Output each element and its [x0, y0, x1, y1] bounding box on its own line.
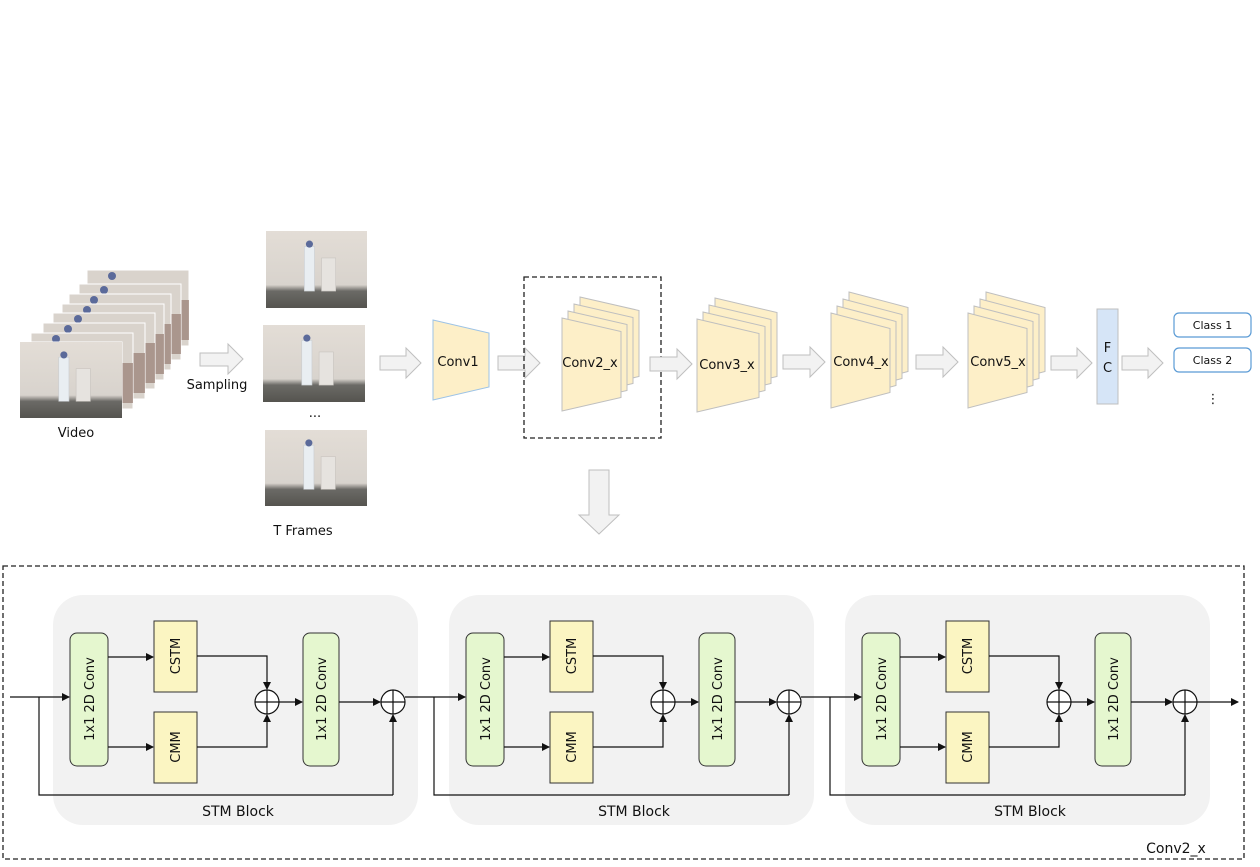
sampled-frame-2 [263, 325, 365, 402]
arrow-to-conv4 [782, 345, 826, 379]
edge-cmm-sum [989, 714, 1063, 748]
conv-out-box: 1x1 2D Conv [698, 632, 736, 767]
cstm-box: CSTM [549, 620, 594, 693]
sum-node-branches [650, 689, 676, 715]
edge-cstm-sum [197, 655, 271, 690]
conv-out-box: 1x1 2D Conv [1094, 632, 1132, 767]
cmm-label: CMM [961, 731, 976, 763]
cmm-box: CMM [549, 711, 594, 784]
stm-block-title: STM Block [598, 804, 671, 820]
video-front-frame [20, 342, 122, 418]
conv-out-box: 1x1 2D Conv [302, 632, 340, 767]
cmm-box: CMM [945, 711, 990, 784]
frame-image [263, 325, 365, 402]
frame-image [265, 430, 367, 506]
sum-node-branches [1046, 689, 1072, 715]
arrow-to-conv1 [379, 346, 422, 380]
fc-label-c: C [1103, 361, 1112, 376]
cmm-box: CMM [153, 711, 198, 784]
conv-out-label: 1x1 2D Conv [711, 657, 726, 741]
cstm-label: CSTM [565, 638, 580, 675]
conv-in-box: 1x1 2D Conv [861, 632, 901, 767]
cstm-box: CSTM [945, 620, 990, 693]
conv5-label: Conv5_x [970, 355, 1026, 370]
sum-node-residual [380, 689, 406, 715]
conv-out-label: 1x1 2D Conv [315, 657, 330, 741]
class-output-1: Class 1 [1173, 312, 1252, 338]
class-1-label: Class 1 [1193, 319, 1232, 332]
conv2-layer [561, 296, 640, 412]
edge-cstm-sum [989, 655, 1063, 690]
cstm-label: CSTM [169, 638, 184, 675]
cmm-label: CMM [565, 731, 580, 763]
frames-ellipsis: ... [309, 406, 321, 421]
video-label: Video [58, 426, 94, 441]
conv2-label: Conv2_x [562, 356, 618, 371]
feature-map [830, 312, 891, 409]
conv4-layer [830, 291, 909, 409]
arrow-to-classes [1121, 346, 1164, 380]
fc-label-f: F [1104, 341, 1111, 356]
conv2-detail-container [2, 565, 1245, 860]
class-output-2: Class 2 [1173, 347, 1252, 373]
conv3-layer [696, 297, 778, 413]
conv1-layer: Conv1 [432, 319, 490, 401]
feature-map [696, 318, 760, 413]
skip-edge [38, 697, 393, 796]
conv-out-label: 1x1 2D Conv [1107, 657, 1122, 741]
conv-in-label: 1x1 2D Conv [83, 657, 98, 741]
sampling-arrow [199, 342, 244, 376]
edge-cmm-sum [197, 714, 271, 748]
feature-map [561, 317, 622, 412]
skip-edge [829, 697, 1185, 796]
cstm-label: CSTM [961, 638, 976, 675]
stm-block-title: STM Block [994, 804, 1067, 820]
cstm-box: CSTM [153, 620, 198, 693]
stm-block-title: STM Block [202, 804, 275, 820]
classes-ellipsis: ⋮ [1207, 392, 1220, 407]
feature-map [967, 312, 1028, 409]
fc-layer: F C [1096, 308, 1119, 405]
sum-node-residual [1172, 689, 1198, 715]
skip-edge [433, 697, 789, 796]
frames-label: T Frames [272, 524, 333, 539]
sum-node-branches [254, 689, 280, 715]
conv5-layer [967, 291, 1046, 409]
arrow-to-fc [1050, 346, 1093, 380]
sampling-label: Sampling [187, 378, 248, 393]
frame-image [266, 231, 367, 308]
conv1-label: Conv1 [437, 355, 478, 370]
conv3-label: Conv3_x [699, 358, 755, 373]
arrow-to-conv3 [649, 347, 693, 381]
edge-cstm-sum [593, 655, 667, 690]
class-2-label: Class 2 [1193, 354, 1232, 367]
conv-in-label: 1x1 2D Conv [479, 657, 494, 741]
video-frame-stack [19, 269, 190, 419]
edge-cmm-sum [593, 714, 667, 748]
conv-in-box: 1x1 2D Conv [69, 632, 109, 767]
arrow-to-conv2 [497, 346, 541, 380]
sum-node-residual [776, 689, 802, 715]
cmm-label: CMM [169, 731, 184, 763]
conv-in-box: 1x1 2D Conv [465, 632, 505, 767]
sampled-frame-1 [266, 231, 367, 308]
arrow-to-conv5 [915, 345, 959, 379]
expand-down-arrow [577, 469, 621, 535]
conv-in-label: 1x1 2D Conv [875, 657, 890, 741]
conv4-label: Conv4_x [833, 355, 889, 370]
conv2-detail-label: Conv2_x [1146, 841, 1206, 857]
sampled-frame-3 [265, 430, 367, 506]
